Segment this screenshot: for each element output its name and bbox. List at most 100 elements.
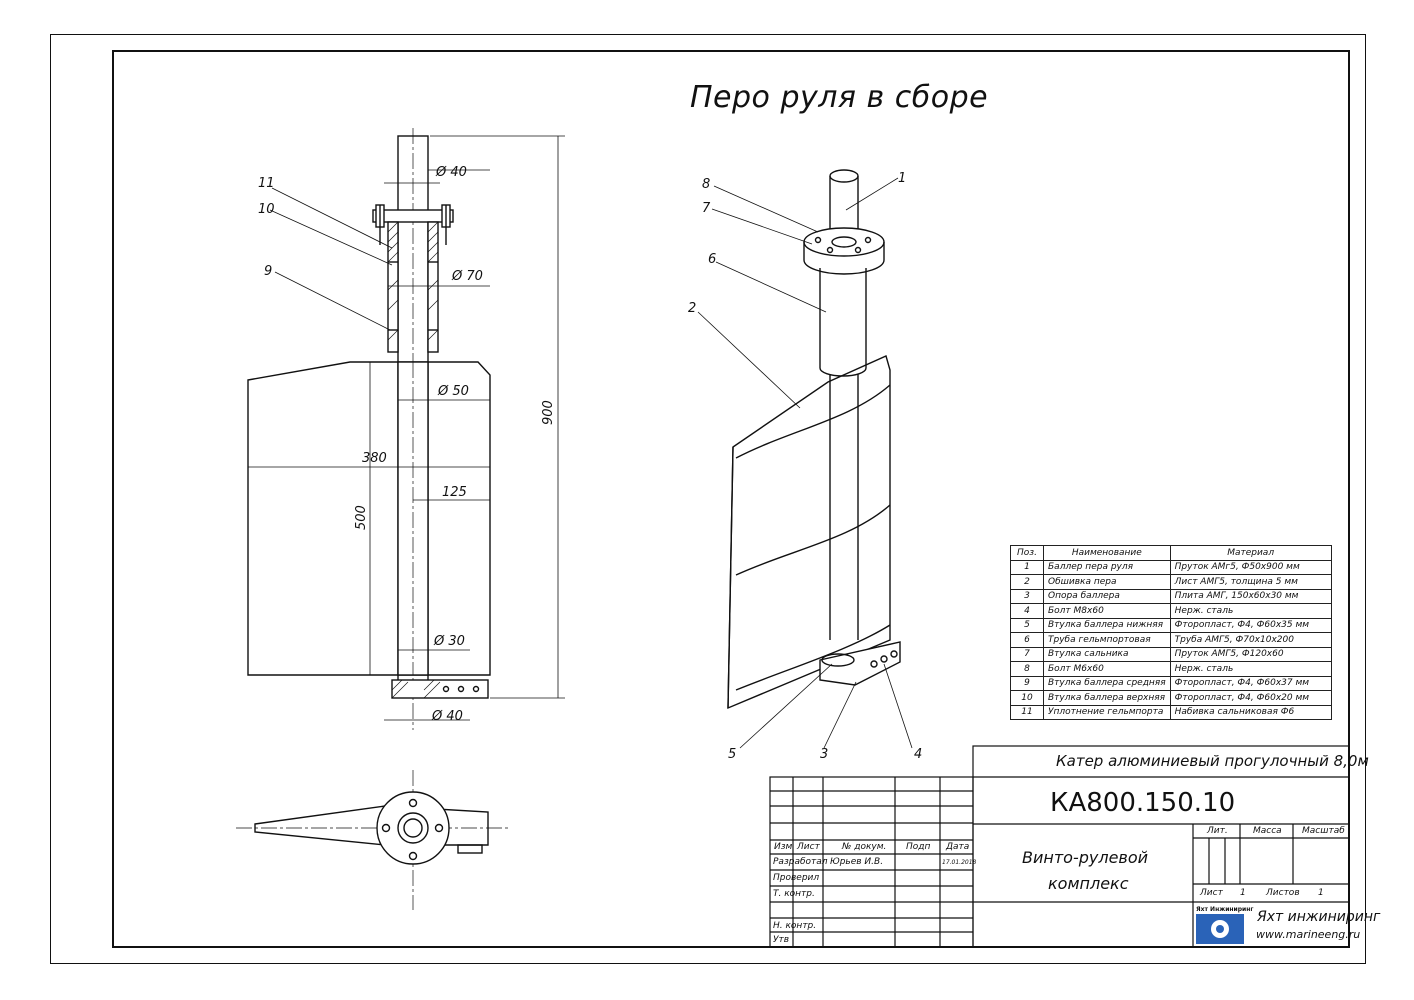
part-name: Болт М6х60 xyxy=(1043,661,1171,677)
part-pos: 7 xyxy=(1010,646,1044,662)
company-website: www.marineeng.ru xyxy=(1256,928,1361,941)
dim-900: 900 xyxy=(541,400,556,425)
sheet-label: Лист xyxy=(1200,888,1223,898)
callout-1: 1 xyxy=(898,171,906,186)
sheets-label: Листов xyxy=(1266,888,1300,898)
developer-name: Юрьев И.В. xyxy=(830,857,884,867)
part-pos: 10 xyxy=(1010,690,1044,706)
callout-2: 2 xyxy=(688,301,696,316)
isometric-view xyxy=(697,169,913,749)
part-material: Фторопласт, Ф4, Ф60х35 мм xyxy=(1169,617,1332,633)
dim-d30: Ø 30 xyxy=(433,634,465,649)
part-material: Труба АМГ5, Ф70х10х200 xyxy=(1169,632,1332,648)
dim-d70: Ø 70 xyxy=(451,269,483,284)
dim-125: 125 xyxy=(442,485,467,500)
row-developed: Разработал xyxy=(773,857,828,867)
col-izm: Изм xyxy=(774,842,793,852)
lit-label: Лит. xyxy=(1207,826,1228,836)
drawing-name-line2: комплекс xyxy=(1048,874,1129,893)
part-pos: 4 xyxy=(1010,603,1044,619)
dim-380: 380 xyxy=(362,451,387,466)
part-name: Баллер пера руля xyxy=(1043,559,1171,575)
dim-d40-top: Ø 40 xyxy=(435,165,467,180)
callout-7: 7 xyxy=(702,201,711,216)
callout-10: 10 xyxy=(258,202,275,217)
part-pos: 3 xyxy=(1010,588,1044,604)
part-pos: 6 xyxy=(1010,632,1044,648)
row-approved: Утв xyxy=(773,935,790,945)
part-name: Труба гельмпортовая xyxy=(1043,632,1171,648)
part-material: Нерж. сталь xyxy=(1169,603,1332,619)
callout-3: 3 xyxy=(820,747,828,762)
mass-label: Масса xyxy=(1253,826,1282,836)
drawing-name-line1: Винто-рулевой xyxy=(1022,848,1149,867)
part-name: Обшивка пера xyxy=(1043,574,1171,590)
header-material: Материал xyxy=(1169,545,1332,561)
part-name: Втулка сальника xyxy=(1043,646,1171,662)
front-view xyxy=(247,128,565,730)
drawing-title: Перо руля в сборе xyxy=(690,80,989,115)
part-material: Набивка сальниковая Ф6 xyxy=(1169,704,1332,720)
parts-table-header: Поз. Наименование Материал xyxy=(1010,545,1332,561)
part-material: Пруток АМГ5, Ф120х60 xyxy=(1169,646,1332,662)
top-view xyxy=(236,770,510,910)
col-date: Дата xyxy=(946,842,970,852)
header-name: Наименование xyxy=(1043,545,1171,561)
logo-label: Яхт Инжиниринг xyxy=(1196,906,1254,913)
part-pos: 11 xyxy=(1010,704,1044,720)
part-pos: 8 xyxy=(1010,661,1044,677)
company-name: Яхт инжиниринг xyxy=(1257,909,1381,925)
part-pos: 9 xyxy=(1010,675,1044,691)
col-doc: № докум. xyxy=(842,842,887,852)
part-pos: 5 xyxy=(1010,617,1044,633)
dim-500: 500 xyxy=(354,505,369,530)
title-block-grid xyxy=(769,745,1350,948)
scale-label: Масштаб xyxy=(1302,826,1345,836)
callout-11: 11 xyxy=(258,176,275,191)
callout-8: 8 xyxy=(702,177,710,192)
drawing-frame xyxy=(112,50,1350,948)
part-name: Опора баллера xyxy=(1043,588,1171,604)
part-material: Плита АМГ, 150х60х30 мм xyxy=(1169,588,1332,604)
part-name: Втулка баллера нижняя xyxy=(1043,617,1171,633)
part-name: Втулка баллера верхняя xyxy=(1043,690,1171,706)
callout-9: 9 xyxy=(264,264,272,279)
drawing-code: КА800.150.10 xyxy=(1050,788,1236,818)
sheet-value: 1 xyxy=(1240,888,1246,898)
part-material: Лист АМГ5, толщина 5 мм xyxy=(1169,574,1332,590)
dim-d40-bottom: Ø 40 xyxy=(431,709,463,724)
sheets-value: 1 xyxy=(1318,888,1324,898)
dim-d50: Ø 50 xyxy=(437,384,469,399)
part-pos: 1 xyxy=(1010,559,1044,575)
company-logo-icon xyxy=(1196,914,1244,944)
header-pos: Поз. xyxy=(1010,545,1044,561)
project-title: Катер алюминиевый прогулочный 8,0м xyxy=(1056,752,1369,770)
callout-5: 5 xyxy=(728,747,736,762)
col-sign: Подп xyxy=(906,842,931,852)
callout-4: 4 xyxy=(914,747,922,762)
part-material: Нерж. сталь xyxy=(1169,661,1332,677)
callout-6: 6 xyxy=(708,252,716,267)
part-material: Фторопласт, Ф4, Ф60х20 мм xyxy=(1169,690,1332,706)
row-tcontrol: Т. контр. xyxy=(773,889,815,899)
part-name: Уплотнение гельмпорта xyxy=(1043,704,1171,720)
part-material: Пруток АМг5, Ф50х900 мм xyxy=(1169,559,1332,575)
part-material: Фторопласт, Ф4, Ф60х37 мм xyxy=(1169,675,1332,691)
row-checked: Проверил xyxy=(773,873,820,883)
part-name: Болт М8х60 xyxy=(1043,603,1171,619)
developed-date: 17.01.2018 xyxy=(942,859,977,866)
row-ncontrol: Н. контр. xyxy=(773,921,817,931)
